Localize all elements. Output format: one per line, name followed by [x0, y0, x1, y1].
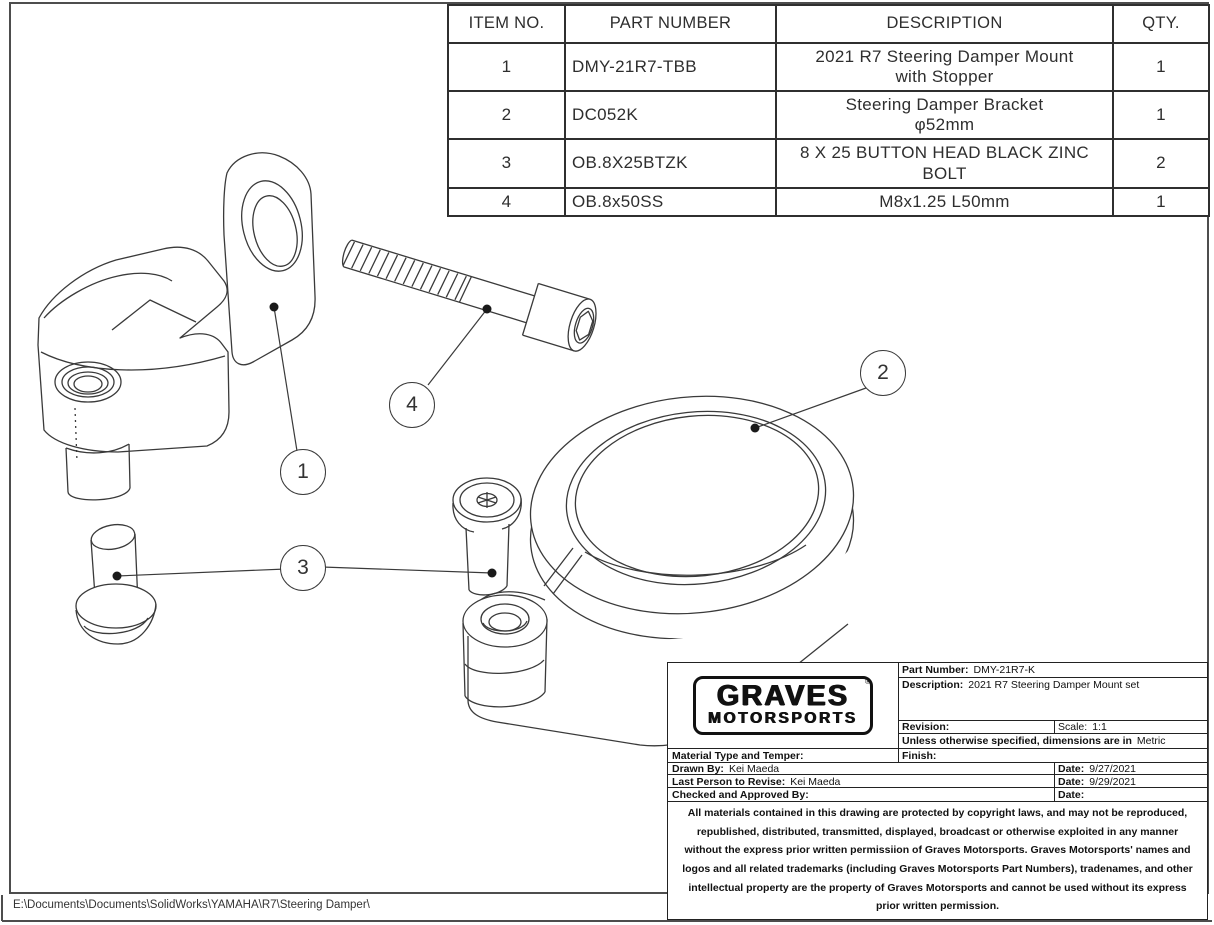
part-number-label: Part Number:	[902, 664, 969, 676]
description-cell: Description: 2021 R7 Steering Damper Moun…	[902, 679, 1139, 691]
bom-header-description: DESCRIPTION	[775, 6, 1112, 42]
revision-cell: Revision:	[902, 721, 949, 733]
drawn-by-label: Drawn By:	[672, 763, 724, 775]
finish-cell: Finish:	[902, 750, 936, 762]
cap-screw-drawing	[341, 239, 597, 352]
registered-trademark-icon: ®	[864, 676, 871, 686]
description-value: 2021 R7 Steering Damper Mount set	[968, 679, 1140, 691]
bom-row3-part-number: OB.8X25BTZK	[564, 138, 775, 187]
bom-row1-qty: 1	[1112, 42, 1208, 90]
logo-line1: GRAVES	[716, 679, 850, 712]
revise-cell: Last Person to Revise: Kei Maeda	[672, 776, 840, 788]
balloon-4-number: 4	[406, 393, 418, 416]
approved-label: Checked and Approved By:	[672, 788, 809, 801]
balloon-2-number: 2	[877, 361, 889, 384]
bom-row4-part-number: OB.8x50SS	[564, 187, 775, 215]
balloon-item-2: 2	[860, 350, 906, 396]
mount-part-drawing	[37, 152, 316, 501]
bom-row3-item: 3	[449, 138, 564, 187]
scale-value: 1:1	[1092, 721, 1107, 733]
revise-date-cell: Date: 9/29/2021	[1058, 776, 1136, 788]
copyright-notice: All materials contained in this drawing …	[682, 807, 1193, 913]
logo-line2: MOTORSPORTS	[708, 710, 858, 728]
units-value: Metric	[1136, 734, 1166, 747]
units-cell: Unless otherwise specified, dimensions a…	[902, 735, 1166, 747]
bom-row4-item: 4	[449, 187, 564, 215]
revise-date-label: Date:	[1058, 775, 1085, 788]
bom-header-item-no: ITEM NO.	[468, 14, 545, 33]
material-label: Material Type and Temper:	[672, 749, 804, 762]
scale-label: Scale:	[1058, 721, 1088, 733]
revise-date-value: 9/29/2021	[1089, 775, 1136, 788]
drawn-by-value: Kei Maeda	[728, 763, 780, 775]
units-label: Unless otherwise specified, dimensions a…	[902, 734, 1132, 747]
balloon-item-3: 3	[280, 545, 326, 591]
bom-row3-description: 8 X 25 BUTTON HEAD BLACK ZINC BOLT	[775, 138, 1112, 187]
bom-row3-qty: 2	[1112, 138, 1208, 187]
bom-header-qty: QTY.	[1112, 6, 1208, 42]
scale-cell: Scale: 1:1	[1058, 721, 1107, 733]
approved-date-cell: Date:	[1058, 789, 1084, 801]
bom-row1-item: 1	[449, 42, 564, 90]
file-path: E:\Documents\Documents\SolidWorks\YAMAHA…	[13, 899, 370, 911]
balloon-item-1: 1	[280, 449, 326, 495]
bom-row2-item: 2	[449, 90, 564, 138]
bom-row2-qty: 1	[1112, 90, 1208, 138]
part-number-cell: Part Number: DMY-21R7-K	[902, 664, 1035, 676]
logo-cell: GRAVES MOTORSPORTS ®	[668, 663, 898, 748]
bom-row2-part-number: DC052K	[564, 90, 775, 138]
revise-label: Last Person to Revise:	[672, 775, 786, 788]
title-block: GRAVES MOTORSPORTS ® Part Number: DMY-21R…	[667, 662, 1208, 920]
bom-table: ITEM NO. PART NUMBER DESCRIPTION QTY. 1 …	[447, 4, 1210, 217]
button-bolt-left-drawing	[75, 523, 157, 645]
drawn-date-label: Date:	[1058, 763, 1085, 775]
bom-row2-description: Steering Damper Bracket φ52mm	[775, 90, 1112, 138]
approved-cell: Checked and Approved By:	[672, 789, 809, 801]
revision-label: Revision:	[902, 721, 950, 733]
bom-row4-qty: 1	[1112, 187, 1208, 215]
button-bolt-right-drawing	[452, 477, 522, 596]
leader-dots	[112, 302, 760, 581]
leader-lines	[112, 302, 867, 581]
bom-row4-description: M8x1.25 L50mm	[775, 187, 1112, 215]
description-label: Description:	[902, 679, 964, 691]
graves-motorsports-logo: GRAVES MOTORSPORTS ®	[693, 675, 873, 736]
drawn-by-cell: Drawn By: Kei Maeda	[672, 763, 779, 775]
torx-socket-icon	[476, 492, 498, 508]
material-cell: Material Type and Temper:	[672, 750, 803, 762]
part-number-value: DMY-21R7-K	[973, 664, 1035, 676]
drawn-date-value: 9/27/2021	[1089, 763, 1136, 775]
balloon-3-number: 3	[297, 556, 309, 579]
balloon-1-number: 1	[297, 460, 309, 483]
bom-header-part-number: PART NUMBER	[564, 6, 775, 42]
bom-row1-part-number: DMY-21R7-TBB	[564, 42, 775, 90]
balloon-item-4: 4	[389, 382, 435, 428]
finish-label: Finish:	[902, 749, 937, 762]
revise-value: Kei Maeda	[790, 775, 841, 788]
approved-date-label: Date:	[1058, 788, 1085, 801]
drawn-date-cell: Date: 9/27/2021	[1058, 763, 1136, 775]
bom-row1-description: 2021 R7 Steering Damper Mount with Stopp…	[775, 42, 1112, 90]
